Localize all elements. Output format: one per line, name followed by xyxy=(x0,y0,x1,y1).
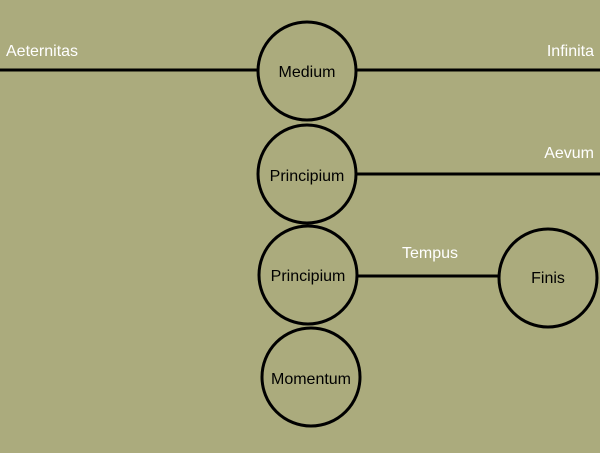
node-momentum-circle xyxy=(260,326,362,428)
node-principium-lower-circle xyxy=(257,224,359,326)
node-momentum-label: Momentum xyxy=(271,371,351,388)
aeternitas-label: Aeternitas xyxy=(6,43,78,60)
node-principium-lower: Principium xyxy=(257,224,359,326)
node-finis-label: Finis xyxy=(531,270,565,287)
aevum-label: Aevum xyxy=(544,145,594,162)
node-principium-upper: Principium xyxy=(256,123,358,225)
node-finis-circle xyxy=(497,227,599,329)
node-medium-label: Medium xyxy=(279,64,336,81)
node-principium-upper-label: Principium xyxy=(270,168,345,185)
infinita-label: Infinita xyxy=(547,43,594,60)
node-momentum: Momentum xyxy=(260,326,362,428)
node-finis: Finis xyxy=(497,227,599,329)
node-principium-lower-label: Principium xyxy=(271,268,346,285)
node-medium: Medium xyxy=(256,20,358,122)
tempus-label: Tempus xyxy=(402,245,458,262)
node-medium-circle xyxy=(256,20,358,122)
node-principium-upper-circle xyxy=(256,123,358,225)
